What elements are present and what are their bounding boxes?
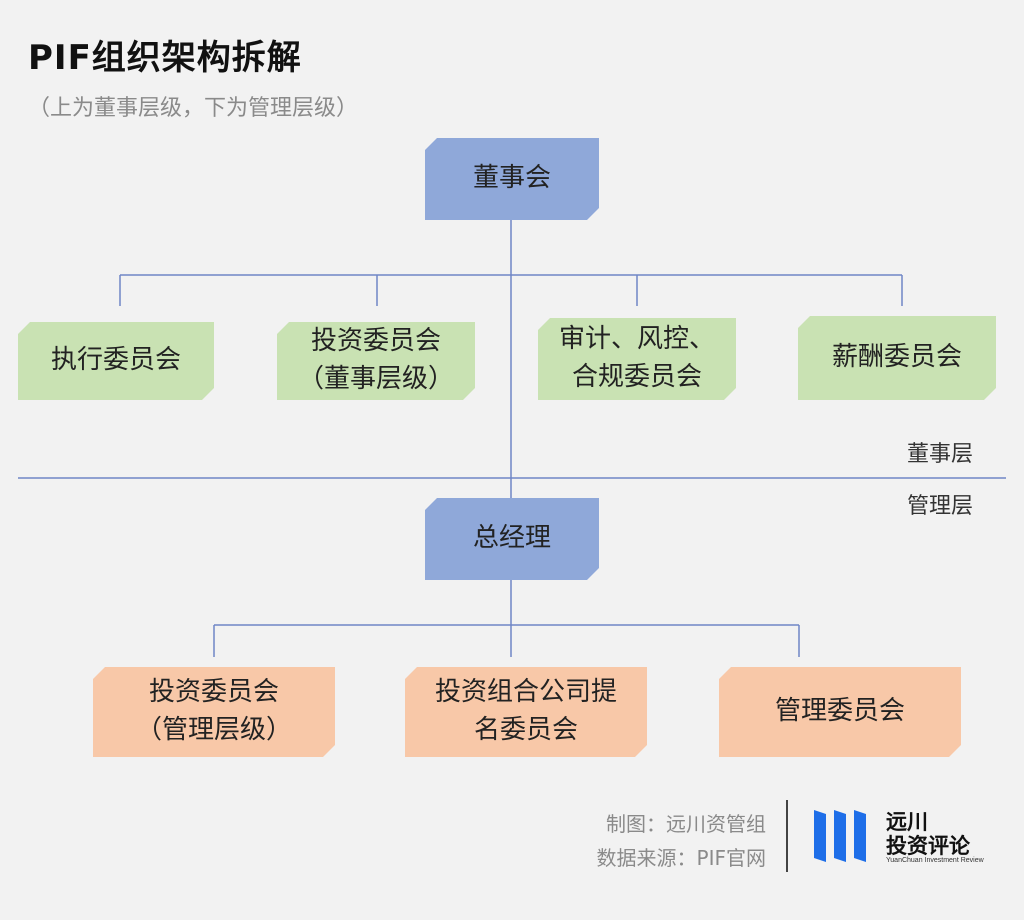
page-subtitle: （上为董事层级，下为管理层级） (28, 96, 359, 121)
board-layer-label: 董事层 (907, 442, 974, 467)
credit-author: 制图：远川资管组 (606, 812, 766, 836)
board-of-directors-box: 董事会 (425, 138, 599, 220)
executive-committee-box: 执行委员会 (18, 322, 214, 400)
investment-committee-board-box: 投资委员会 （董事层级） (277, 322, 475, 400)
audit-risk-compliance-committee-box: 审计、风控、 合规委员会 (538, 318, 736, 400)
footer-divider (786, 800, 788, 872)
management-committee-box: 管理委员会 (719, 667, 961, 757)
yuanchuan-logo-icon (814, 810, 866, 862)
investment-committee-management-box: 投资委员会 （管理层级） (93, 667, 335, 757)
logo-english: YuanChuan Investment Review (886, 857, 984, 864)
logo-subtitle: 投资评论 (886, 834, 970, 858)
management-layer-label: 管理层 (907, 494, 974, 519)
page-title: PIF组织架构拆解 (28, 38, 302, 78)
credit-source: 数据来源：PIF官网 (596, 846, 766, 870)
logo-title: 远川 (886, 810, 928, 834)
remuneration-committee-box: 薪酬委员会 (798, 316, 996, 400)
portfolio-nomination-committee-box: 投资组合公司提 名委员会 (405, 667, 647, 757)
general-manager-box: 总经理 (425, 498, 599, 580)
